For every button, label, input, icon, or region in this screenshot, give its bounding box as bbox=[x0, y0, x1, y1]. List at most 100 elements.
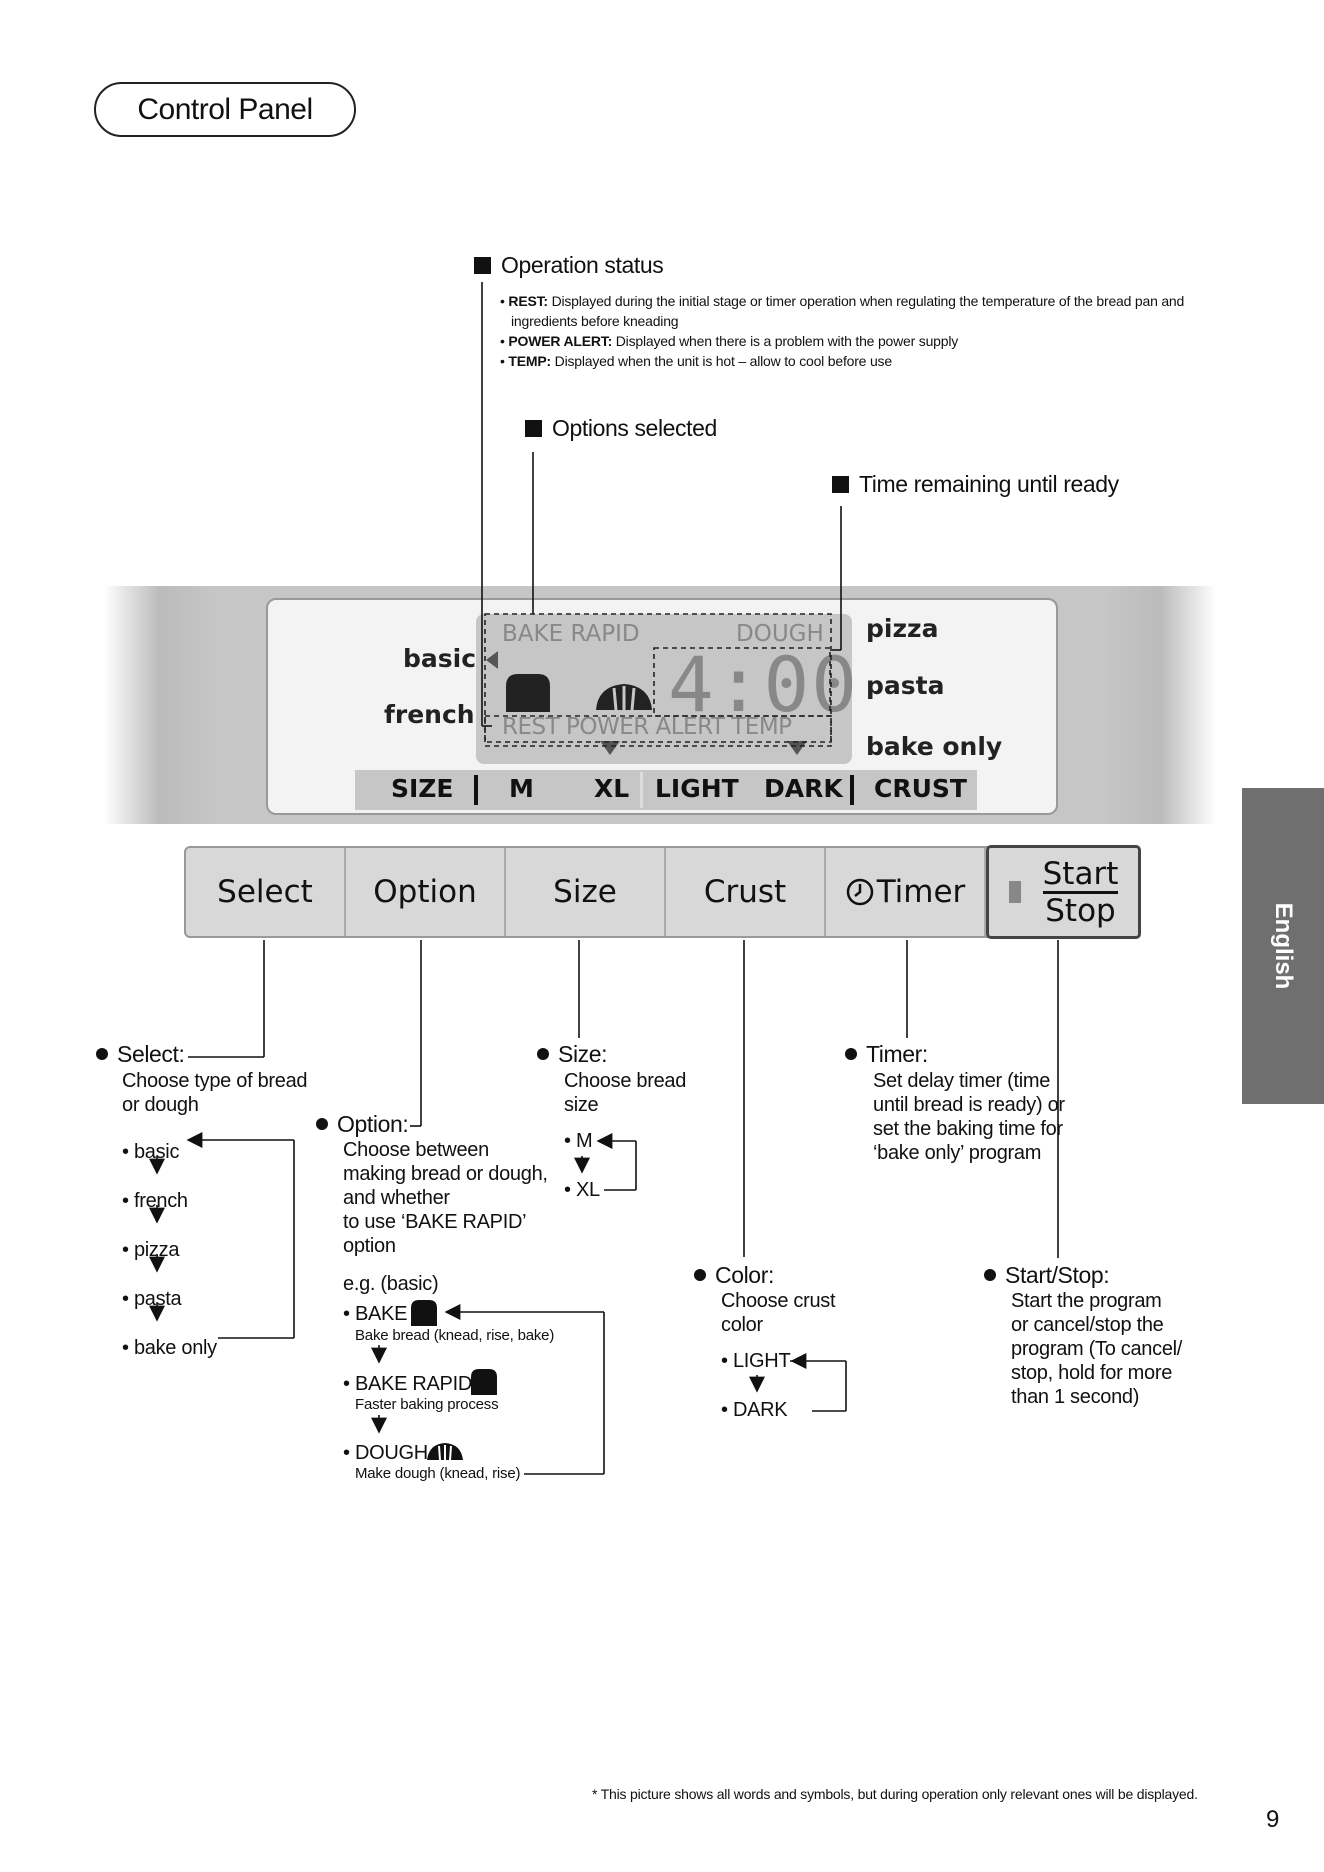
size-button[interactable]: Size bbox=[506, 848, 666, 936]
desc-line: size bbox=[564, 1094, 599, 1116]
timer-button-label: Timer bbox=[876, 874, 966, 910]
bullet-dot-icon bbox=[984, 1269, 996, 1281]
status-term: TEMP: bbox=[508, 353, 551, 369]
menu-basic: basic bbox=[403, 644, 477, 673]
color-desc-title-text: Color: bbox=[715, 1262, 774, 1288]
status-item-rest-cont: ingredients before kneading bbox=[500, 311, 1240, 331]
footnote: * This picture shows all words and symbo… bbox=[592, 1786, 1198, 1802]
lcd-time: 4:00 bbox=[668, 640, 860, 729]
status-item-temp: • TEMP: Displayed when the unit is hot –… bbox=[500, 353, 892, 369]
size-desc-title: Size: bbox=[537, 1041, 608, 1068]
list-item: • french bbox=[122, 1190, 188, 1212]
menu-bake-only: bake only bbox=[866, 732, 1003, 761]
select-desc-items: • basic • french • pizza • pasta • bake … bbox=[122, 1128, 217, 1373]
desc-line: Choose type of bread bbox=[122, 1070, 308, 1092]
clock-icon bbox=[846, 878, 873, 906]
bullet-dot-icon bbox=[537, 1048, 549, 1060]
bread-icon bbox=[411, 1300, 437, 1326]
desc-line: program (To cancel/ bbox=[1011, 1338, 1183, 1360]
setting-strip bbox=[355, 770, 977, 810]
menu-pasta: pasta bbox=[866, 671, 945, 700]
options-selected-heading: Options selected bbox=[525, 415, 717, 442]
desc-line: or dough bbox=[122, 1094, 199, 1116]
bullet-dot-icon bbox=[845, 1048, 857, 1060]
square-bullet-icon bbox=[525, 420, 542, 437]
option-item-bake: • BAKE bbox=[343, 1302, 407, 1326]
time-remaining-heading-text: Time remaining until ready bbox=[859, 471, 1119, 497]
startstop-desc-title-text: Start/Stop: bbox=[1005, 1262, 1110, 1288]
status-term: REST: bbox=[508, 293, 548, 309]
option-item-label: • BAKE bbox=[343, 1303, 408, 1325]
start-stop-label: Start Stop bbox=[1042, 855, 1119, 928]
desc-line: than 1 second) bbox=[1011, 1386, 1140, 1408]
operation-status-heading-text: Operation status bbox=[501, 252, 664, 278]
status-text: Displayed during the initial stage or ti… bbox=[551, 293, 1185, 309]
crust-button-label: Crust bbox=[703, 874, 787, 910]
option-button[interactable]: Option bbox=[346, 848, 506, 936]
timer-desc-title: Timer: bbox=[845, 1041, 928, 1068]
option-desc-text: Choose between making bread or dough, an… bbox=[343, 1138, 548, 1258]
indicator-light-icon bbox=[1008, 881, 1021, 903]
list-item: • pasta bbox=[122, 1288, 182, 1310]
bullet-dot-icon bbox=[96, 1048, 108, 1060]
option-desc-title-text: Option: bbox=[337, 1111, 409, 1137]
timer-desc-title-text: Timer: bbox=[866, 1041, 928, 1067]
strip-divider bbox=[850, 775, 854, 805]
bread-icon bbox=[471, 1369, 497, 1395]
status-text: Displayed when there is a problem with t… bbox=[615, 333, 959, 349]
bullet-dot-icon bbox=[694, 1269, 706, 1281]
timer-button[interactable]: Timer bbox=[826, 848, 986, 936]
operation-status-list: • REST: Displayed during the initial sta… bbox=[500, 291, 1240, 371]
start-stop-button[interactable]: Start Stop bbox=[986, 845, 1141, 939]
status-text: ingredients before kneading bbox=[511, 313, 679, 329]
size-desc-text: Choose bread size bbox=[564, 1069, 686, 1117]
color-desc-title: Color: bbox=[694, 1262, 774, 1289]
strip-divider bbox=[474, 775, 478, 805]
dough-icon bbox=[596, 684, 652, 711]
lcd-status-labels: REST POWER ALERT TEMP bbox=[502, 714, 792, 740]
desc-line: to use ‘BAKE RAPID’ bbox=[343, 1211, 527, 1233]
menu-pizza: pizza bbox=[866, 614, 939, 643]
select-desc-text: Choose type of bread or dough bbox=[122, 1069, 308, 1117]
start-label: Start bbox=[1042, 855, 1119, 894]
option-item-dough: • DOUGH bbox=[343, 1441, 428, 1465]
size-desc-title-text: Size: bbox=[558, 1041, 608, 1067]
desc-line: color bbox=[721, 1314, 763, 1336]
desc-line: Choose crust bbox=[721, 1290, 836, 1312]
list-item: • pizza bbox=[122, 1239, 180, 1261]
section-title-text: Control Panel bbox=[137, 92, 313, 126]
size-item-xl: • XL bbox=[564, 1179, 600, 1201]
desc-line: option bbox=[343, 1235, 396, 1257]
option-item-bake-sub: Bake bread (knead, rise, bake) bbox=[355, 1327, 555, 1344]
status-item-rest: • REST: Displayed during the initial sta… bbox=[500, 293, 1185, 309]
status-text: Displayed when the unit is hot – allow t… bbox=[554, 353, 892, 369]
strip-size: SIZE bbox=[391, 774, 454, 803]
desc-line: Choose bread bbox=[564, 1070, 687, 1092]
time-remaining-heading: Time remaining until ready bbox=[832, 471, 1119, 498]
operation-status-heading: Operation status bbox=[474, 252, 664, 279]
select-button[interactable]: Select bbox=[186, 848, 346, 936]
option-item-label: • BAKE RAPID bbox=[343, 1373, 472, 1395]
list-item: • basic bbox=[122, 1141, 180, 1163]
desc-line: Set delay timer (time bbox=[873, 1070, 1051, 1092]
size-item-m: • M bbox=[564, 1130, 593, 1152]
button-row: Select Option Size Crust Timer Start Sto… bbox=[184, 845, 1141, 939]
options-selected-heading-text: Options selected bbox=[552, 415, 717, 441]
option-item-dough-sub: Make dough (knead, rise) bbox=[355, 1465, 521, 1482]
strip-crust: CRUST bbox=[874, 774, 967, 803]
strip-gap bbox=[640, 772, 643, 808]
option-item-bake-rapid-sub: Faster baking process bbox=[355, 1396, 499, 1413]
crust-button[interactable]: Crust bbox=[666, 848, 826, 936]
startstop-desc-title: Start/Stop: bbox=[984, 1262, 1110, 1289]
strip-xl: XL bbox=[594, 774, 630, 803]
color-item-light: • LIGHT bbox=[721, 1350, 791, 1372]
bullet-dot-icon bbox=[316, 1118, 328, 1130]
desc-line: set the baking time for bbox=[873, 1118, 1063, 1140]
status-item-power-alert: • POWER ALERT: Displayed when there is a… bbox=[500, 333, 959, 349]
strip-dark: DARK bbox=[764, 774, 843, 803]
dough-icon bbox=[427, 1443, 463, 1461]
desc-line: Start the program bbox=[1011, 1290, 1162, 1312]
list-item: • bake only bbox=[122, 1337, 217, 1359]
option-item-label: • DOUGH bbox=[343, 1442, 428, 1464]
